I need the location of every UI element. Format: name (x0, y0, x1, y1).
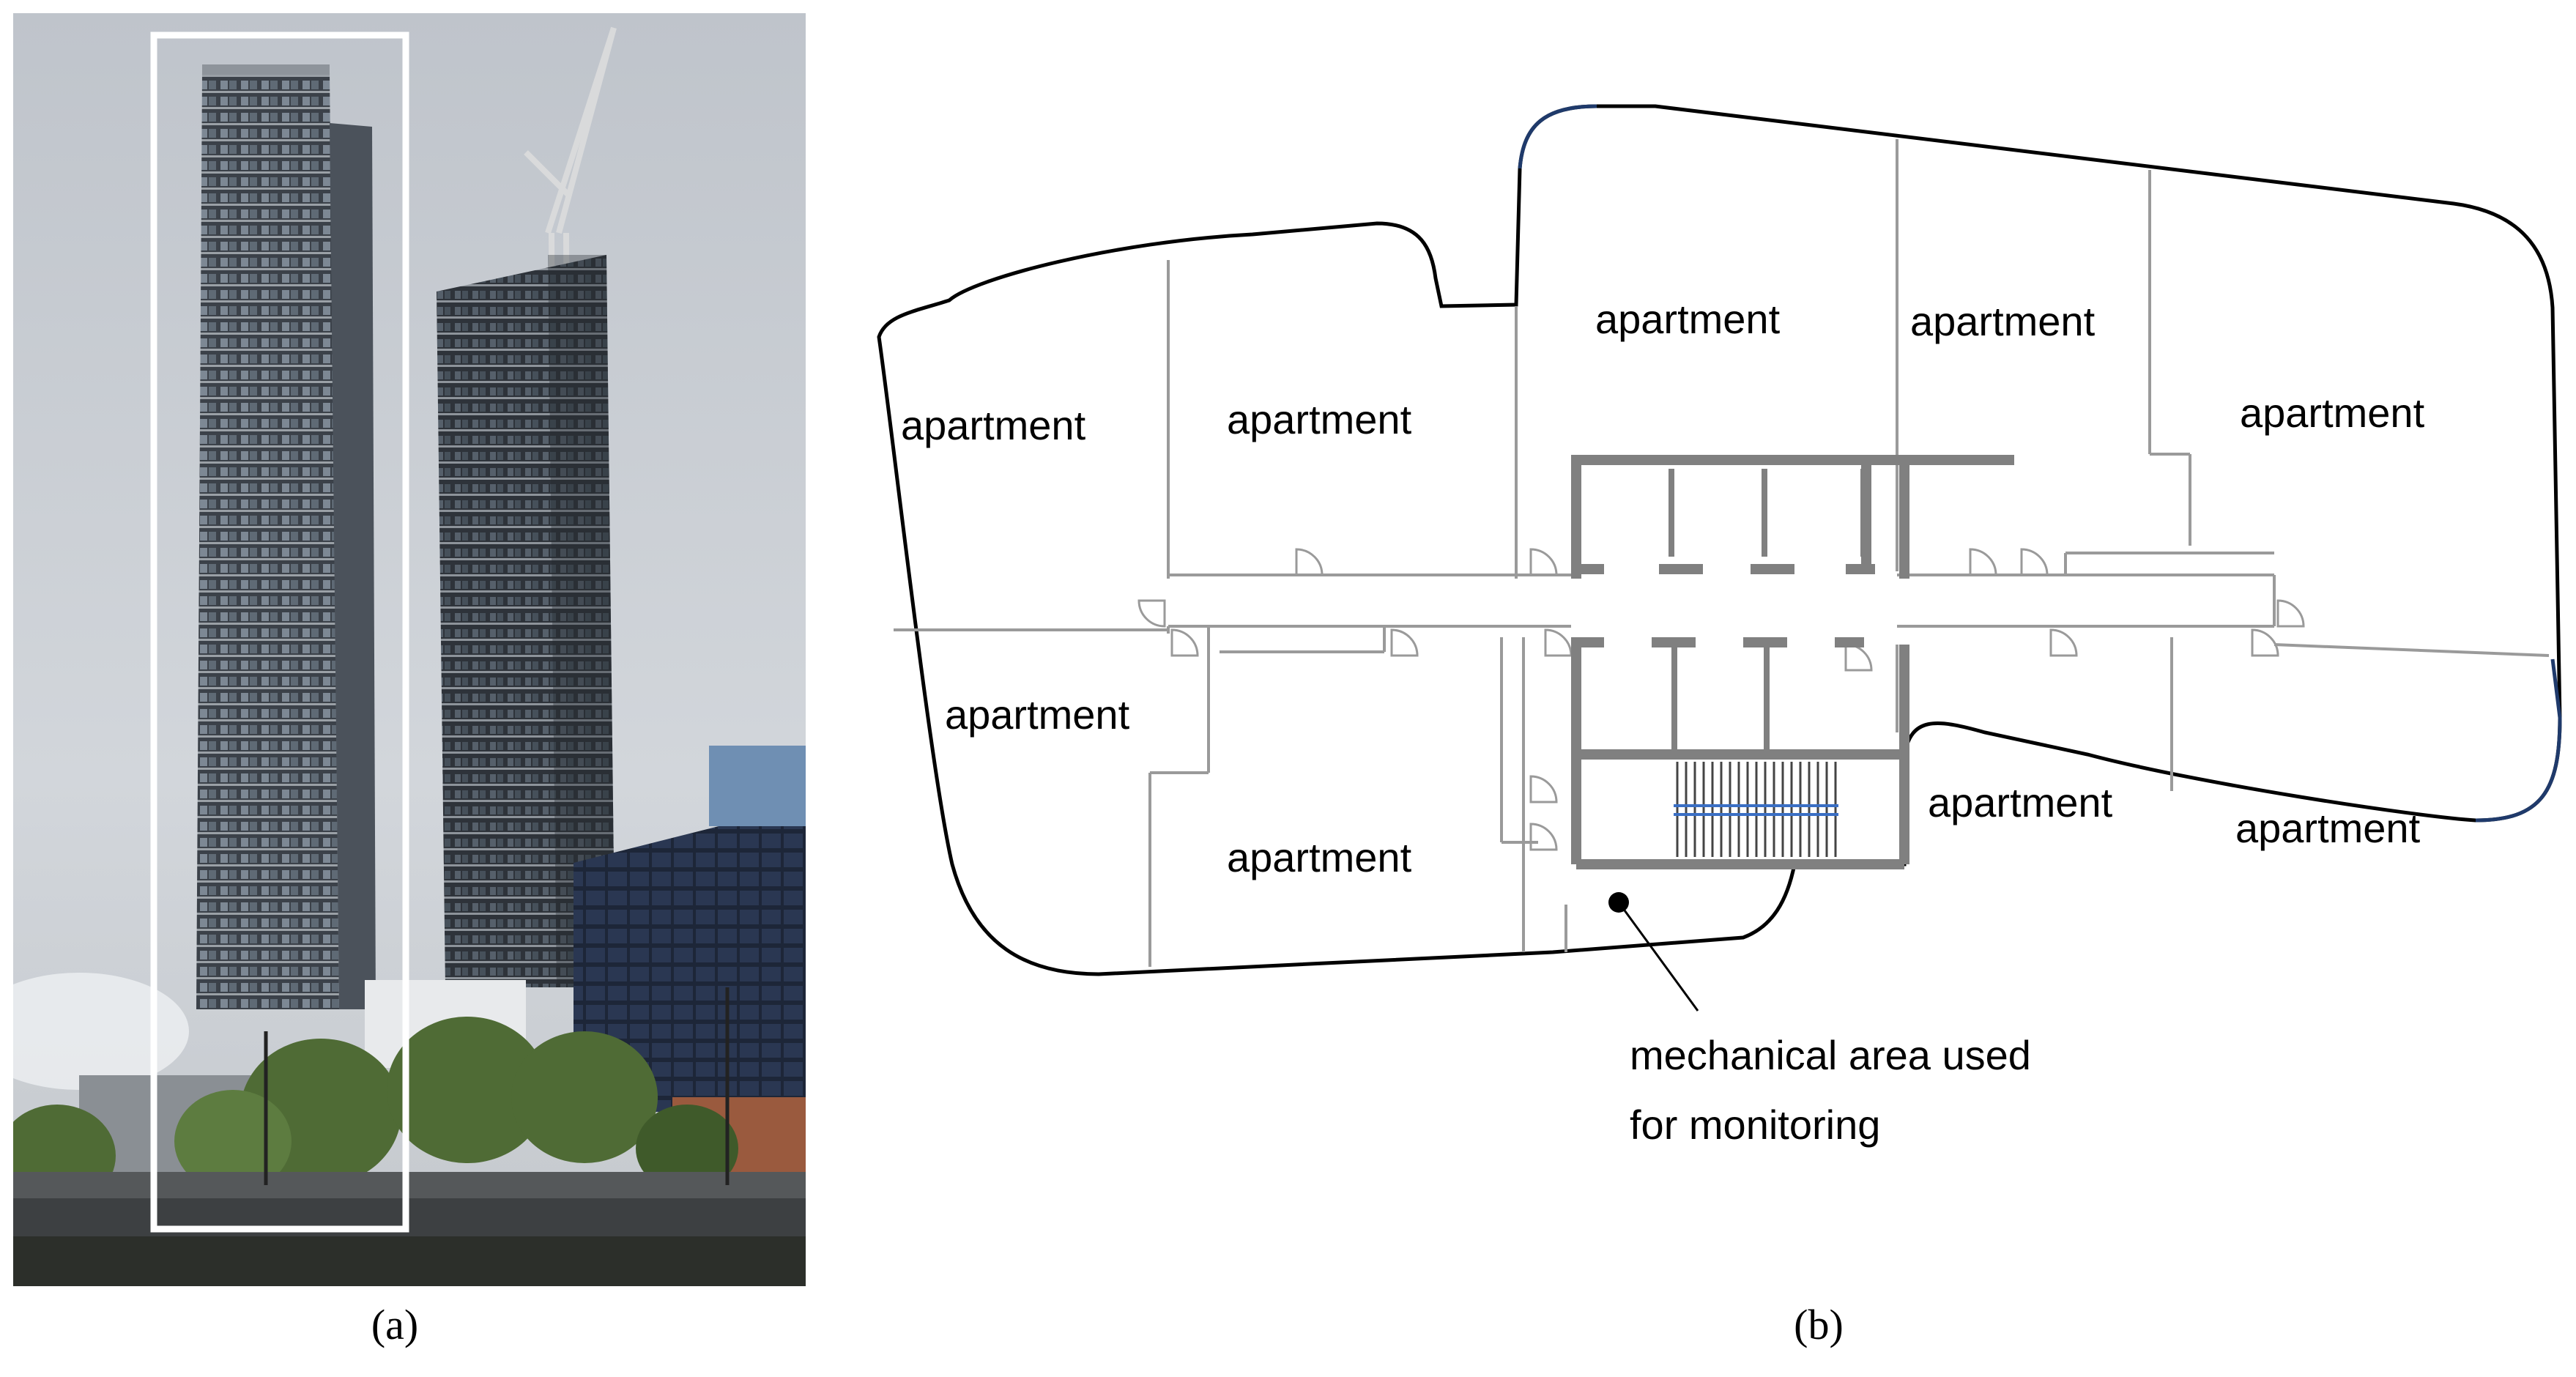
annotation-leader-line (1617, 902, 1699, 1012)
room-label: apartment (1227, 396, 1412, 442)
room-label: apartment (1595, 296, 1781, 342)
annotation-text-line2: for monitoring (1630, 1102, 1880, 1148)
room-label: apartment (1910, 298, 2096, 344)
annotation-text-line1: mechanical area used (1630, 1032, 2031, 1078)
room-label: apartment (1227, 834, 1412, 880)
floor-plan: apartment apartment apartment apartment … (850, 88, 2571, 1187)
trees (0, 1017, 738, 1207)
building-photo-drawing (0, 13, 806, 1286)
floor-plan-drawing: apartment apartment apartment apartment … (877, 104, 2562, 1148)
building-outline (877, 104, 2562, 976)
room-label: apartment (2240, 390, 2425, 436)
door-swings (1137, 548, 2305, 851)
room-label: apartment (1928, 779, 2113, 825)
caption-a: (a) (371, 1301, 419, 1348)
stair-landing (1674, 804, 1838, 816)
curved-glazing (1518, 104, 2562, 823)
bridge-deck (13, 1172, 806, 1198)
core-lift-shafts (1571, 469, 1875, 750)
right-tower (437, 255, 615, 987)
office-building (574, 804, 806, 1112)
room-label: apartment (2235, 805, 2421, 851)
room-label: apartment (945, 691, 1130, 738)
partition-walls (894, 139, 2550, 967)
highlight-box (150, 31, 409, 1233)
room-label: apartment (901, 402, 1086, 448)
caption-b: (b) (1794, 1301, 1844, 1348)
highlighted-tower (196, 72, 339, 1009)
stair-treads (1676, 762, 1837, 857)
building-photo (0, 13, 806, 1286)
core-walls (1571, 455, 2014, 869)
